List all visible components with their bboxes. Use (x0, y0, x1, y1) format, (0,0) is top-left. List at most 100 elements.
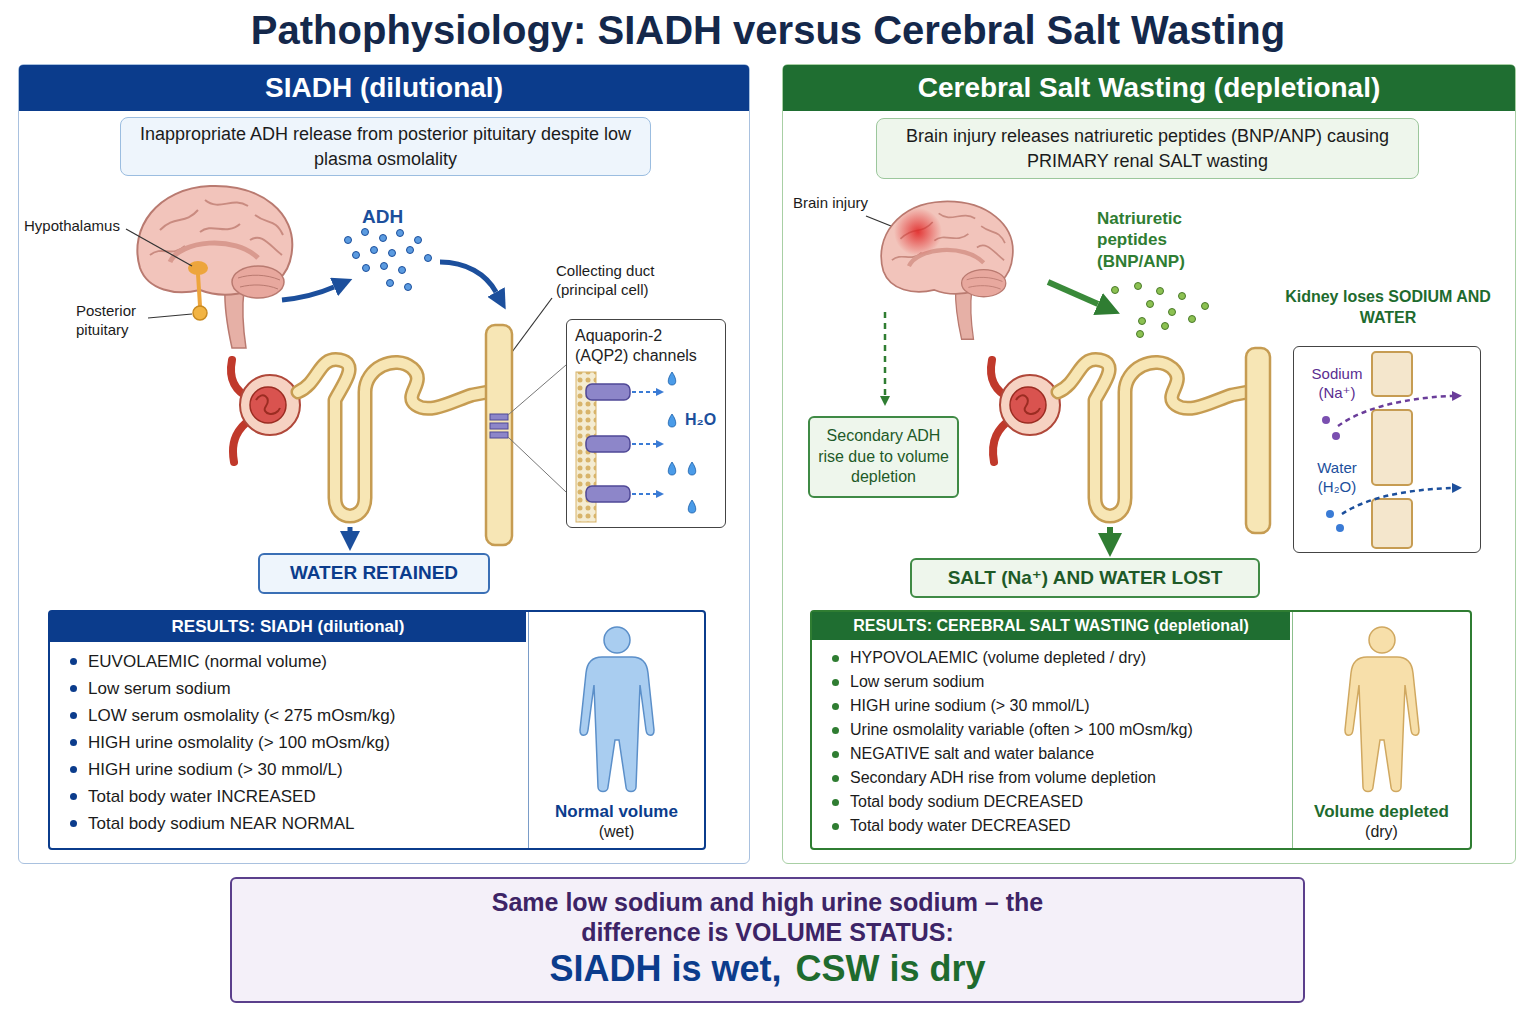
peptide-molecules (1137, 331, 1144, 338)
results-text: Total body water INCREASED (50, 783, 526, 810)
anatomy-label: Brain injury (793, 194, 883, 213)
results-text: HIGH urine osmolality (> 100 mOsm/kg) (50, 729, 526, 756)
flow-arrow (282, 287, 334, 300)
flow-arrow (1048, 282, 1098, 304)
results-text: Total body sodium DECREASED (812, 790, 1290, 814)
banner-text: SALT (Na⁺) AND WATER LOST (920, 567, 1250, 590)
note-text: Secondary ADH rise due to volume depleti… (818, 426, 949, 488)
tubule-wall (1372, 499, 1412, 548)
water-molecule (1326, 510, 1334, 518)
water-flow-arrow (632, 493, 656, 495)
dashed-arrow (884, 312, 887, 396)
anatomy-label: Hypothalamus (24, 217, 134, 236)
inset-label: Kidney loses SODIUM AND WATER (1278, 287, 1498, 329)
leader-line (148, 314, 192, 318)
mechanism-text: Inappropriate ADH release from posterior… (133, 122, 638, 171)
result-banner: WATER RETAINED (258, 553, 490, 594)
peptide-molecules (1135, 283, 1142, 290)
adh-molecules (415, 237, 422, 244)
aqp2-channel (586, 486, 630, 502)
peptide-molecules (1147, 301, 1154, 308)
water-flow-arrow (632, 443, 656, 445)
adh-molecules (425, 255, 432, 262)
peptide-molecules (1202, 303, 1209, 310)
results-text: RESULTS: SIADH (dilutional) (50, 612, 526, 642)
flow-arrow (440, 262, 496, 292)
water-droplet (668, 414, 676, 427)
left-brain (137, 186, 292, 348)
leader-line (126, 216, 906, 352)
right-brain (881, 201, 1013, 339)
sodium-ion (1322, 416, 1340, 440)
aqp2-channel (586, 384, 630, 502)
results-text: HIGH urine sodium (> 30 mmol/L) (50, 756, 526, 783)
adh-molecules (353, 252, 360, 259)
results-text: NEGATIVE salt and water balance (812, 742, 1290, 766)
results-text: Total body sodium NEAR NORMAL (50, 810, 526, 837)
normal-volume-figure (580, 627, 654, 792)
inset-label: Sodium (Na⁺) (1304, 365, 1370, 403)
aqp2-marker (490, 414, 508, 438)
peptide-molecules (1157, 288, 1164, 295)
leader-line (512, 298, 552, 352)
aqp2-channel (586, 384, 630, 400)
left-brain (188, 261, 208, 275)
adh-molecules (397, 230, 404, 237)
volume-figure-cell: Volume depleted(dry) (1292, 612, 1470, 848)
inset-leader (508, 365, 566, 492)
nephron (231, 360, 488, 516)
mechanism-box: Brain injury releases natriuretic peptid… (876, 118, 1419, 179)
anatomy-label: Collecting duct (principal cell) (556, 262, 691, 300)
aqp2-marker (490, 423, 508, 429)
flow-arrow (1107, 527, 1113, 533)
water-molecule (1336, 524, 1344, 532)
water-flow-arrow (632, 392, 656, 494)
inset-label: H₂O (685, 410, 716, 430)
results-text: HIGH urine sodium (> 30 mmol/L) (812, 694, 1290, 718)
adh-molecules (371, 247, 378, 254)
adh-molecules (381, 263, 388, 270)
results-text: LOW serum osmolality (< 275 mOsm/kg) (50, 702, 526, 729)
adh-molecules (345, 229, 432, 291)
results-text: EUVOLAEMIC (normal volume) (50, 648, 526, 675)
summary-text: Same low sodium and high urine sodium – … (488, 887, 1048, 947)
kidney-inset: Kidney loses SODIUM AND WATERSodium (Na⁺… (1293, 346, 1481, 553)
sodium-ion (1322, 416, 1330, 424)
leader-line (126, 229, 192, 266)
inset-label: Water (H₂O) (1304, 459, 1370, 497)
adh-molecules (363, 265, 370, 272)
inset-leader (508, 365, 566, 415)
water-droplet (668, 372, 676, 385)
left-brain (198, 274, 200, 306)
results-box: RESULTS: SIADH (dilutional) EUVOLAEMIC (n… (48, 610, 706, 850)
aqp2-marker (490, 414, 508, 420)
adh-molecules (380, 235, 387, 242)
volume-caption: Normal volume (529, 802, 704, 822)
depleted-volume-figure (1345, 627, 1419, 792)
anatomy-label: Posterior pituitary (76, 302, 156, 340)
summary-text: SIADH is wet, (549, 947, 781, 990)
banner-text: WATER RETAINED (270, 562, 478, 585)
volume-caption: Volume depleted (1293, 802, 1470, 822)
volume-figure-cell: Normal volume(wet) (528, 612, 704, 848)
adh-molecules (362, 229, 369, 236)
adh-molecules (399, 267, 406, 274)
mechanism-box: Inappropriate ADH release from posterior… (120, 117, 651, 176)
siadh-panel: SIADH (dilutional)Inappropriate ADH rele… (18, 64, 750, 864)
peptide-molecules (1169, 309, 1176, 316)
volume-caption: (wet) (529, 822, 704, 842)
summary-box: Same low sodium and high urine sodium – … (230, 877, 1305, 1003)
inset-leader (508, 437, 566, 492)
left-brain (137, 186, 292, 348)
water-droplet (688, 462, 696, 475)
nephron (991, 360, 1248, 516)
collecting-duct (1246, 348, 1270, 533)
results-text: Low serum sodium (50, 675, 526, 702)
peptide-molecules (1112, 287, 1119, 294)
results-text: Secondary ADH rise from volume depletion (812, 766, 1290, 790)
adh-molecules (389, 250, 396, 257)
csw-panel: Cerebral Salt Wasting (depletional)Brain… (782, 64, 1516, 864)
adh-note-box: Secondary ADH rise due to volume depleti… (808, 416, 959, 498)
aqp2-marker (490, 432, 508, 438)
